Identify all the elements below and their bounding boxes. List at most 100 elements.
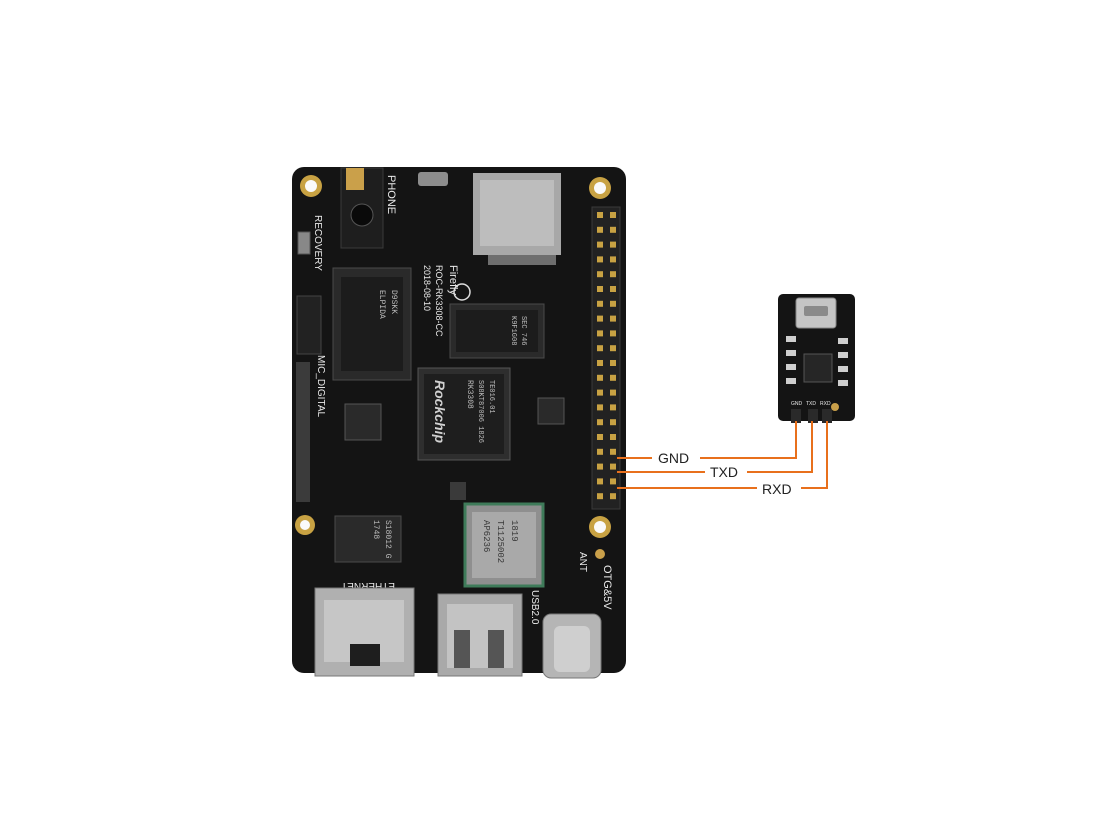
ethernet-label: ETHERNET [341,580,395,591]
wire-txd-right [747,421,813,473]
gpio-pin [597,374,603,381]
gpio-pin [597,241,603,248]
wire-gnd-right [700,421,797,459]
svg-text:T1125002: T1125002 [495,520,505,563]
gpio-pin [610,300,616,307]
gpio-pin [610,256,616,263]
gpio-pin [610,345,616,352]
phone-label: PHONE [385,175,397,214]
side-pin-header [296,295,322,355]
module-pin-txd-label: TXD [806,401,816,407]
svg-text:S08KT87006 1826: S08KT87006 1826 [476,380,484,443]
otg-label: OTG&5V [601,565,613,610]
gpio-pin [597,315,603,322]
rk3308-soc: Rockchip RK3308 S08KT87006 1826 TE016.01 [417,367,511,461]
gpio-pin [597,434,603,440]
gpio-pin [597,300,603,307]
gpio-pin [610,419,616,426]
module-pad [831,403,839,411]
antenna-connector [595,549,605,559]
wire-label-rxd: RXD [762,481,792,497]
wifi-module: AP6236 T1125002 1819 [463,502,545,588]
firefly-logo-icon [453,283,471,301]
svg-text:ROC-RK3308-CC: ROC-RK3308-CC [434,265,444,337]
gpio-pin [610,448,616,455]
gpio-pin [597,286,603,292]
gpio-pin [597,271,603,278]
gpio-pin [597,404,603,411]
svg-text:S18012 G: S18012 G [383,520,392,559]
gpio-pin [610,389,616,396]
gpio-pin [610,463,616,470]
gpio-pin [597,345,603,352]
gpio-pin [597,478,603,485]
svg-text:TE016.01: TE016.01 [487,380,495,414]
flash-chip: SEC 746 K9F1G08 [449,303,545,359]
gpio-pin [610,374,616,381]
gpio-pin [610,286,616,292]
gpio-pin [610,330,616,337]
gpio-pin [610,315,616,322]
roc-rk3308-cc-board: PHONE RECOVERY Firefly ROC-RK3308-CC 201… [292,167,626,679]
codec-chip [344,403,382,441]
gpio-pin [597,389,603,396]
wire-label-txd: TXD [710,464,738,480]
gpio-pin [597,330,603,337]
module-pin-gnd-label: GND [791,401,803,407]
ant-label: ANT [577,552,588,572]
crystal [418,172,448,186]
gpio-pin [597,256,603,263]
mic-digital-label: MIC_DIGITAL [315,355,326,417]
gpio-pin [597,360,603,366]
svg-text:2018-08-10: 2018-08-10 [422,265,432,311]
svg-text:1748: 1748 [371,520,380,539]
svg-text:SEC 746: SEC 746 [519,316,527,345]
mic-connector [296,362,310,502]
mounting-hole-bottom-left [295,515,315,535]
phone-jack [340,167,384,249]
gpio-pin [610,478,616,485]
gpio-pin [597,493,603,500]
gpio-pin [597,226,603,233]
mounting-hole-top-right [589,177,611,199]
ethernet-phy-chip: S18012 G 1748 [334,515,402,563]
gpio-pin [610,434,616,440]
ram-chip: D9SKK ELPIDA [332,267,412,381]
svg-text:Rockchip: Rockchip [432,380,448,443]
svg-text:1819: 1819 [509,520,519,542]
svg-text:K9F1G08: K9F1G08 [509,316,517,345]
ethernet-port [314,587,415,677]
gpio-pin [597,463,603,470]
wires [617,421,828,489]
gpio-pin [610,404,616,411]
gpio-pin [610,493,616,500]
usb2-port [437,593,523,677]
module-header-pins [791,409,832,423]
svg-text:AP6236: AP6236 [481,520,491,552]
gpio-pin [610,241,616,248]
wire-label-gnd: GND [658,450,689,466]
mounting-hole-top-left [300,175,322,197]
svg-text:RK3308: RK3308 [465,380,474,409]
recovery-label: RECOVERY [312,215,323,271]
gpio-pin [610,271,616,278]
module-pin-rxd-label: RXD [820,401,831,407]
gpio-pin [597,419,603,426]
module-chip [803,353,833,383]
usb-c-port [542,613,602,679]
svg-text:ELPIDA: ELPIDA [377,290,386,319]
gpio-pin [610,212,616,218]
usb-label: USB2.0 [529,590,540,625]
regulator-chip [450,482,466,500]
gpio-header [591,206,621,510]
gpio-pin [610,360,616,366]
pmic-chip [537,397,565,425]
wire-rxd-right [801,421,828,489]
svg-text:D9SKK: D9SKK [389,290,398,314]
svg-text:Firefly: Firefly [447,265,459,295]
usb-serial-module: GND TXD RXD [778,294,855,423]
recovery-button [297,231,311,255]
sd-card-slot [473,173,561,265]
gpio-pin [597,448,603,455]
